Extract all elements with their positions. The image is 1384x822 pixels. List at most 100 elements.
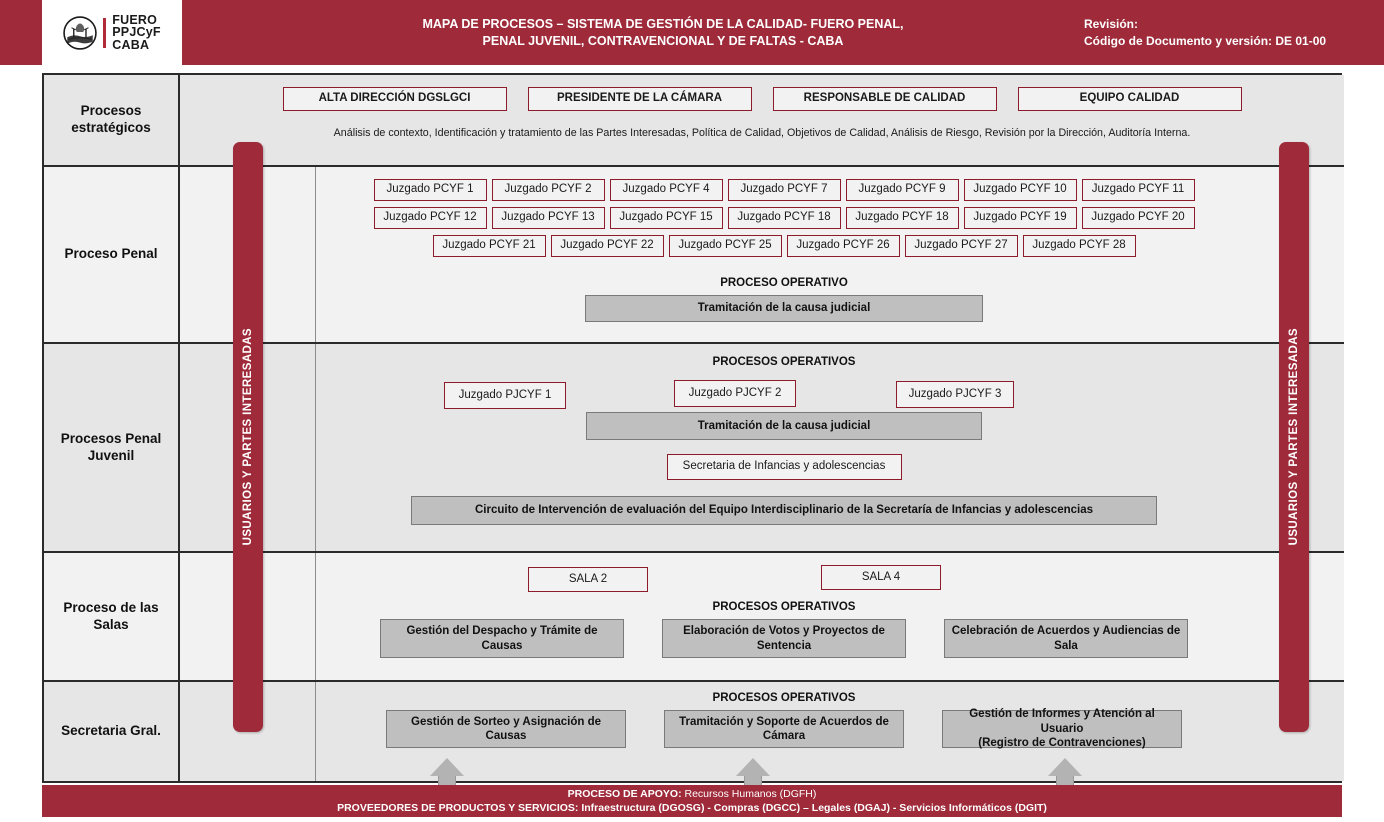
support-arrow-up-icon-3 xyxy=(1048,758,1082,776)
penal-operative-group: Tramitación de la causa judicial xyxy=(316,295,1252,322)
juzgado-box[interactable]: Juzgado PCYF 10 xyxy=(963,179,1077,201)
salas-operatives-group: Gestión del Despacho y Trámite de Causas… xyxy=(316,619,1252,658)
row-label-juvenil-line2: Juvenil xyxy=(87,447,135,463)
juzgado-box[interactable]: Juzgado PCYF 13 xyxy=(491,207,605,229)
box-gestion-informes-line1: Gestión de Informes y Atención al Usuari… xyxy=(969,708,1155,735)
estrategicos-description: Análisis de contexto, Identificación y t… xyxy=(333,127,1191,139)
box-gestion-informes-line2: (Registro de Contravenciones) xyxy=(978,737,1146,750)
juzgado-box[interactable]: Juzgado PCYF 21 xyxy=(432,235,546,257)
juzgado-box[interactable]: Juzgado PCYF 4 xyxy=(609,179,723,201)
row-body-penal-juvenil: PROCESOS OPERATIVOS Juzgado PJCYF 1 Juzg… xyxy=(316,344,1252,551)
juzgado-box[interactable]: Juzgado PCYF 18 xyxy=(845,207,959,229)
support-arrow-up-icon-1 xyxy=(430,758,464,776)
row-label-penal-juvenil: Procesos Penal Juvenil xyxy=(44,344,180,551)
document-meta: Revisión: Código de Documento y versión:… xyxy=(1084,0,1384,65)
box-sala-2[interactable]: SALA 2 xyxy=(528,567,648,592)
box-gestion-sorteo-asignacion[interactable]: Gestión de Sorteo y Asignación de Causas xyxy=(386,710,626,748)
document-code: Código de Documento y versión: DE 01-00 xyxy=(1084,33,1327,48)
title-line-1: MAPA DE PROCESOS – SISTEMA DE GESTIÓN DE… xyxy=(422,16,904,31)
box-gestion-despacho-tramite[interactable]: Gestión del Despacho y Trámite de Causas xyxy=(380,619,624,658)
row-label-estrategicos: Procesos estratégicos xyxy=(44,75,180,165)
logo-text: FUERO PPJCyF CABA xyxy=(112,14,160,52)
row-label-proceso-salas: Proceso de las Salas xyxy=(44,553,180,680)
juvenil-circuito-group: Circuito de Intervención de evaluación d… xyxy=(316,496,1252,525)
juzgado-box[interactable]: Juzgado PCYF 7 xyxy=(727,179,841,201)
juvenil-operative-group: Tramitación de la causa judicial xyxy=(316,412,1252,440)
juzgado-box[interactable]: Juzgado PCYF 18 xyxy=(727,207,841,229)
box-secretaria-infancias[interactable]: Secretaria de Infancias y adolescencias xyxy=(666,454,902,480)
juvenil-secretaria-group: Secretaria de Infancias y adolescencias xyxy=(316,454,1252,480)
juzgado-box[interactable]: Juzgado PCYF 26 xyxy=(786,235,900,257)
secretaria-operatives-group: Gestión de Sorteo y Asignación de Causas… xyxy=(316,708,1252,750)
row-label-juvenil-line1: Procesos Penal xyxy=(60,430,162,446)
box-presidente-camara[interactable]: PRESIDENTE DE LA CÁMARA xyxy=(527,87,752,111)
row-gap-salas xyxy=(180,553,316,680)
box-celebracion-acuerdos-audiencias[interactable]: Celebración de Acuerdos y Audiencias de … xyxy=(944,619,1188,658)
row-gap-penal xyxy=(180,167,316,342)
logo-text-line1: FUERO xyxy=(112,12,158,27)
row-body-proceso-penal: Juzgado PCYF 1 Juzgado PCYF 2 Juzgado PC… xyxy=(316,167,1252,342)
juzgado-box[interactable]: Juzgado PCYF 25 xyxy=(668,235,782,257)
box-tramitacion-causa-judicial-penal[interactable]: Tramitación de la causa judicial xyxy=(585,295,983,322)
row-label-estrategicos-line1: Procesos xyxy=(80,103,142,119)
row-label-estrategicos-line2: estratégicos xyxy=(71,120,151,135)
footer-line-1: PROCESO DE APOYO: Recursos Humanos (DGFH… xyxy=(568,787,817,801)
row-procesos-estrategicos: Procesos estratégicos ALTA DIRECCIÓN DGS… xyxy=(44,75,1344,167)
usuarios-partes-interesadas-label-left: USUARIOS Y PARTES INTERESADAS xyxy=(242,328,254,546)
row-label-salas-line2: Salas xyxy=(93,616,129,632)
juzgado-box[interactable]: Juzgado PCYF 2 xyxy=(491,179,605,201)
title-line-2: PENAL JUVENIL, CONTRAVENCIONAL Y DE FALT… xyxy=(482,33,844,48)
box-tramitacion-causa-judicial-juvenil[interactable]: Tramitación de la causa judicial xyxy=(586,412,982,440)
box-equipo-calidad[interactable]: EQUIPO CALIDAD xyxy=(1017,87,1242,111)
footer-line-1-bold: PROCESO DE APOYO: xyxy=(567,787,682,800)
juzgados-pcyf-row-1: Juzgado PCYF 1 Juzgado PCYF 2 Juzgado PC… xyxy=(316,179,1252,201)
support-arrow-up-icon-2 xyxy=(736,758,770,776)
footer-line-2: PROVEEDORES DE PRODUCTOS Y SERVICIOS: In… xyxy=(337,801,1047,815)
juzgado-box[interactable]: Juzgado PCYF 15 xyxy=(609,207,723,229)
juzgado-box[interactable]: Juzgado PCYF 22 xyxy=(550,235,664,257)
page-header: FUERO PPJCyF CABA MAPA DE PROCESOS – SIS… xyxy=(0,0,1384,65)
buenos-aires-coat-of-arms-icon xyxy=(63,15,97,50)
box-tramitacion-soporte-acuerdos[interactable]: Tramitación y Soporte de Acuerdos de Cám… xyxy=(664,710,904,748)
box-circuito-intervencion[interactable]: Circuito de Intervención de evaluación d… xyxy=(411,496,1157,525)
estrategicos-box-group: ALTA DIRECCIÓN DGSLGCI PRESIDENTE DE LA … xyxy=(180,87,1344,111)
row-body-secretaria-general: PROCESOS OPERATIVOS Gestión de Sorteo y … xyxy=(316,682,1252,781)
row-body-proceso-salas: SALA 2 SALA 4 PROCESOS OPERATIVOS Gestió… xyxy=(316,553,1252,680)
footer-line-2-text: PROVEEDORES DE PRODUCTOS Y SERVICIOS: In… xyxy=(337,802,1047,814)
box-alta-direccion[interactable]: ALTA DIRECCIÓN DGSLGCI xyxy=(282,87,507,111)
logo-divider xyxy=(103,17,107,48)
caption-procesos-operativos-salas: PROCESOS OPERATIVOS xyxy=(712,601,856,613)
usuarios-partes-interesadas-bar-left: USUARIOS Y PARTES INTERESADAS xyxy=(233,142,263,732)
juzgados-pcyf-grid: Juzgado PCYF 1 Juzgado PCYF 2 Juzgado PC… xyxy=(316,179,1252,263)
box-elaboracion-votos-sentencia[interactable]: Elaboración de Votos y Proyectos de Sent… xyxy=(662,619,906,658)
juzgado-box[interactable]: Juzgado PCYF 12 xyxy=(373,207,487,229)
caption-procesos-operativos-juvenil: PROCESOS OPERATIVOS xyxy=(712,356,856,368)
juzgado-box[interactable]: Juzgado PCYF 11 xyxy=(1081,179,1195,201)
row-label-proceso-penal: Proceso Penal xyxy=(44,167,180,342)
row-gap-secretaria xyxy=(180,682,316,781)
footer-line-1-rest: Recursos Humanos (DGFH) xyxy=(681,787,817,800)
caption-procesos-operativos-secretaria: PROCESOS OPERATIVOS xyxy=(712,692,856,704)
juzgado-box[interactable]: Juzgado PCYF 28 xyxy=(1022,235,1136,257)
juzgado-box[interactable]: Juzgado PCYF 19 xyxy=(963,207,1077,229)
box-sala-4[interactable]: SALA 4 xyxy=(821,565,941,590)
box-gestion-informes-atencion-usuario[interactable]: Gestión de Informes y Atención al Usuari… xyxy=(942,708,1182,750)
row-body-estrategicos: ALTA DIRECCIÓN DGSLGCI PRESIDENTE DE LA … xyxy=(180,75,1344,165)
juzgado-box[interactable]: Juzgado PCYF 27 xyxy=(904,235,1018,257)
juzgado-pjcyf-3[interactable]: Juzgado PJCYF 3 xyxy=(896,381,1014,408)
row-label-secretaria-general: Secretaria Gral. xyxy=(44,682,180,781)
juzgado-pjcyf-1[interactable]: Juzgado PJCYF 1 xyxy=(444,382,566,409)
juzgado-box[interactable]: Juzgado PCYF 20 xyxy=(1081,207,1195,229)
usuarios-partes-interesadas-bar-right: USUARIOS Y PARTES INTERESADAS xyxy=(1279,142,1309,732)
juzgado-pjcyf-2[interactable]: Juzgado PJCYF 2 xyxy=(674,380,796,407)
logo-plate: FUERO PPJCyF CABA xyxy=(42,0,182,65)
box-responsable-calidad[interactable]: RESPONSABLE DE CALIDAD xyxy=(772,87,997,111)
logo-text-line2: PPJCyF xyxy=(112,25,161,40)
revision-label: Revisión: xyxy=(1084,17,1139,32)
juzgado-box[interactable]: Juzgado PCYF 9 xyxy=(845,179,959,201)
page-title: MAPA DE PROCESOS – SISTEMA DE GESTIÓN DE… xyxy=(182,0,1084,65)
juzgado-box[interactable]: Juzgado PCYF 1 xyxy=(373,179,487,201)
juzgados-pcyf-row-3: Juzgado PCYF 21 Juzgado PCYF 22 Juzgado … xyxy=(316,235,1252,257)
row-gap-juvenil xyxy=(180,344,316,551)
